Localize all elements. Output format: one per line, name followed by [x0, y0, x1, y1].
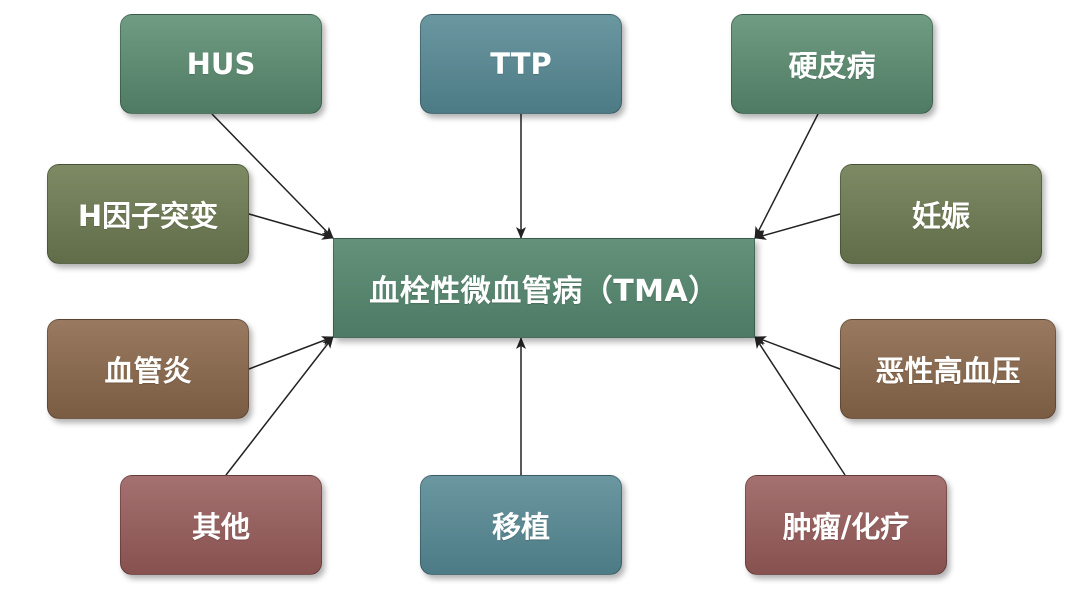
center-node-tma: 血栓性微血管病（TMA） [333, 238, 755, 338]
node-hus-label: HUS [186, 47, 256, 81]
node-vasculitis: 血管炎 [47, 319, 249, 419]
node-other-label: 其他 [191, 510, 250, 544]
arrow-vasculitis [248, 336, 334, 370]
node-tumor-chemo-label: 肿瘤/化疗 [782, 510, 910, 544]
center-node-label: 血栓性微血管病（TMA） [369, 274, 719, 309]
arrow-tumor-chemo [754, 336, 846, 476]
node-malignant-hypertension: 恶性高血压 [840, 319, 1056, 419]
node-factor-h: H因子突变 [47, 164, 249, 264]
node-hus: HUS [120, 14, 322, 114]
node-scleroderma-label: 硬皮病 [788, 49, 876, 83]
arrow-other [225, 336, 334, 476]
node-scleroderma: 硬皮病 [731, 14, 933, 114]
arrow-factor-h [248, 213, 334, 240]
arrow-hus [211, 113, 334, 239]
node-transplant: 移植 [420, 475, 622, 575]
node-other: 其他 [120, 475, 322, 575]
arrow-pregnancy [754, 213, 841, 240]
node-transplant-label: 移植 [491, 510, 550, 544]
arrow-malignant-hypertension [754, 336, 841, 370]
arrow-scleroderma [754, 113, 819, 239]
node-factor-h-label: H因子突变 [77, 199, 219, 233]
node-pregnancy: 妊娠 [840, 164, 1042, 264]
node-vasculitis-label: 血管炎 [104, 354, 192, 388]
node-malignant-hypertension-label: 恶性高血压 [875, 354, 1021, 388]
node-ttp: TTP [420, 14, 622, 114]
node-ttp-label: TTP [490, 47, 552, 81]
node-pregnancy-label: 妊娠 [911, 199, 970, 233]
node-tumor-chemo: 肿瘤/化疗 [745, 475, 947, 575]
